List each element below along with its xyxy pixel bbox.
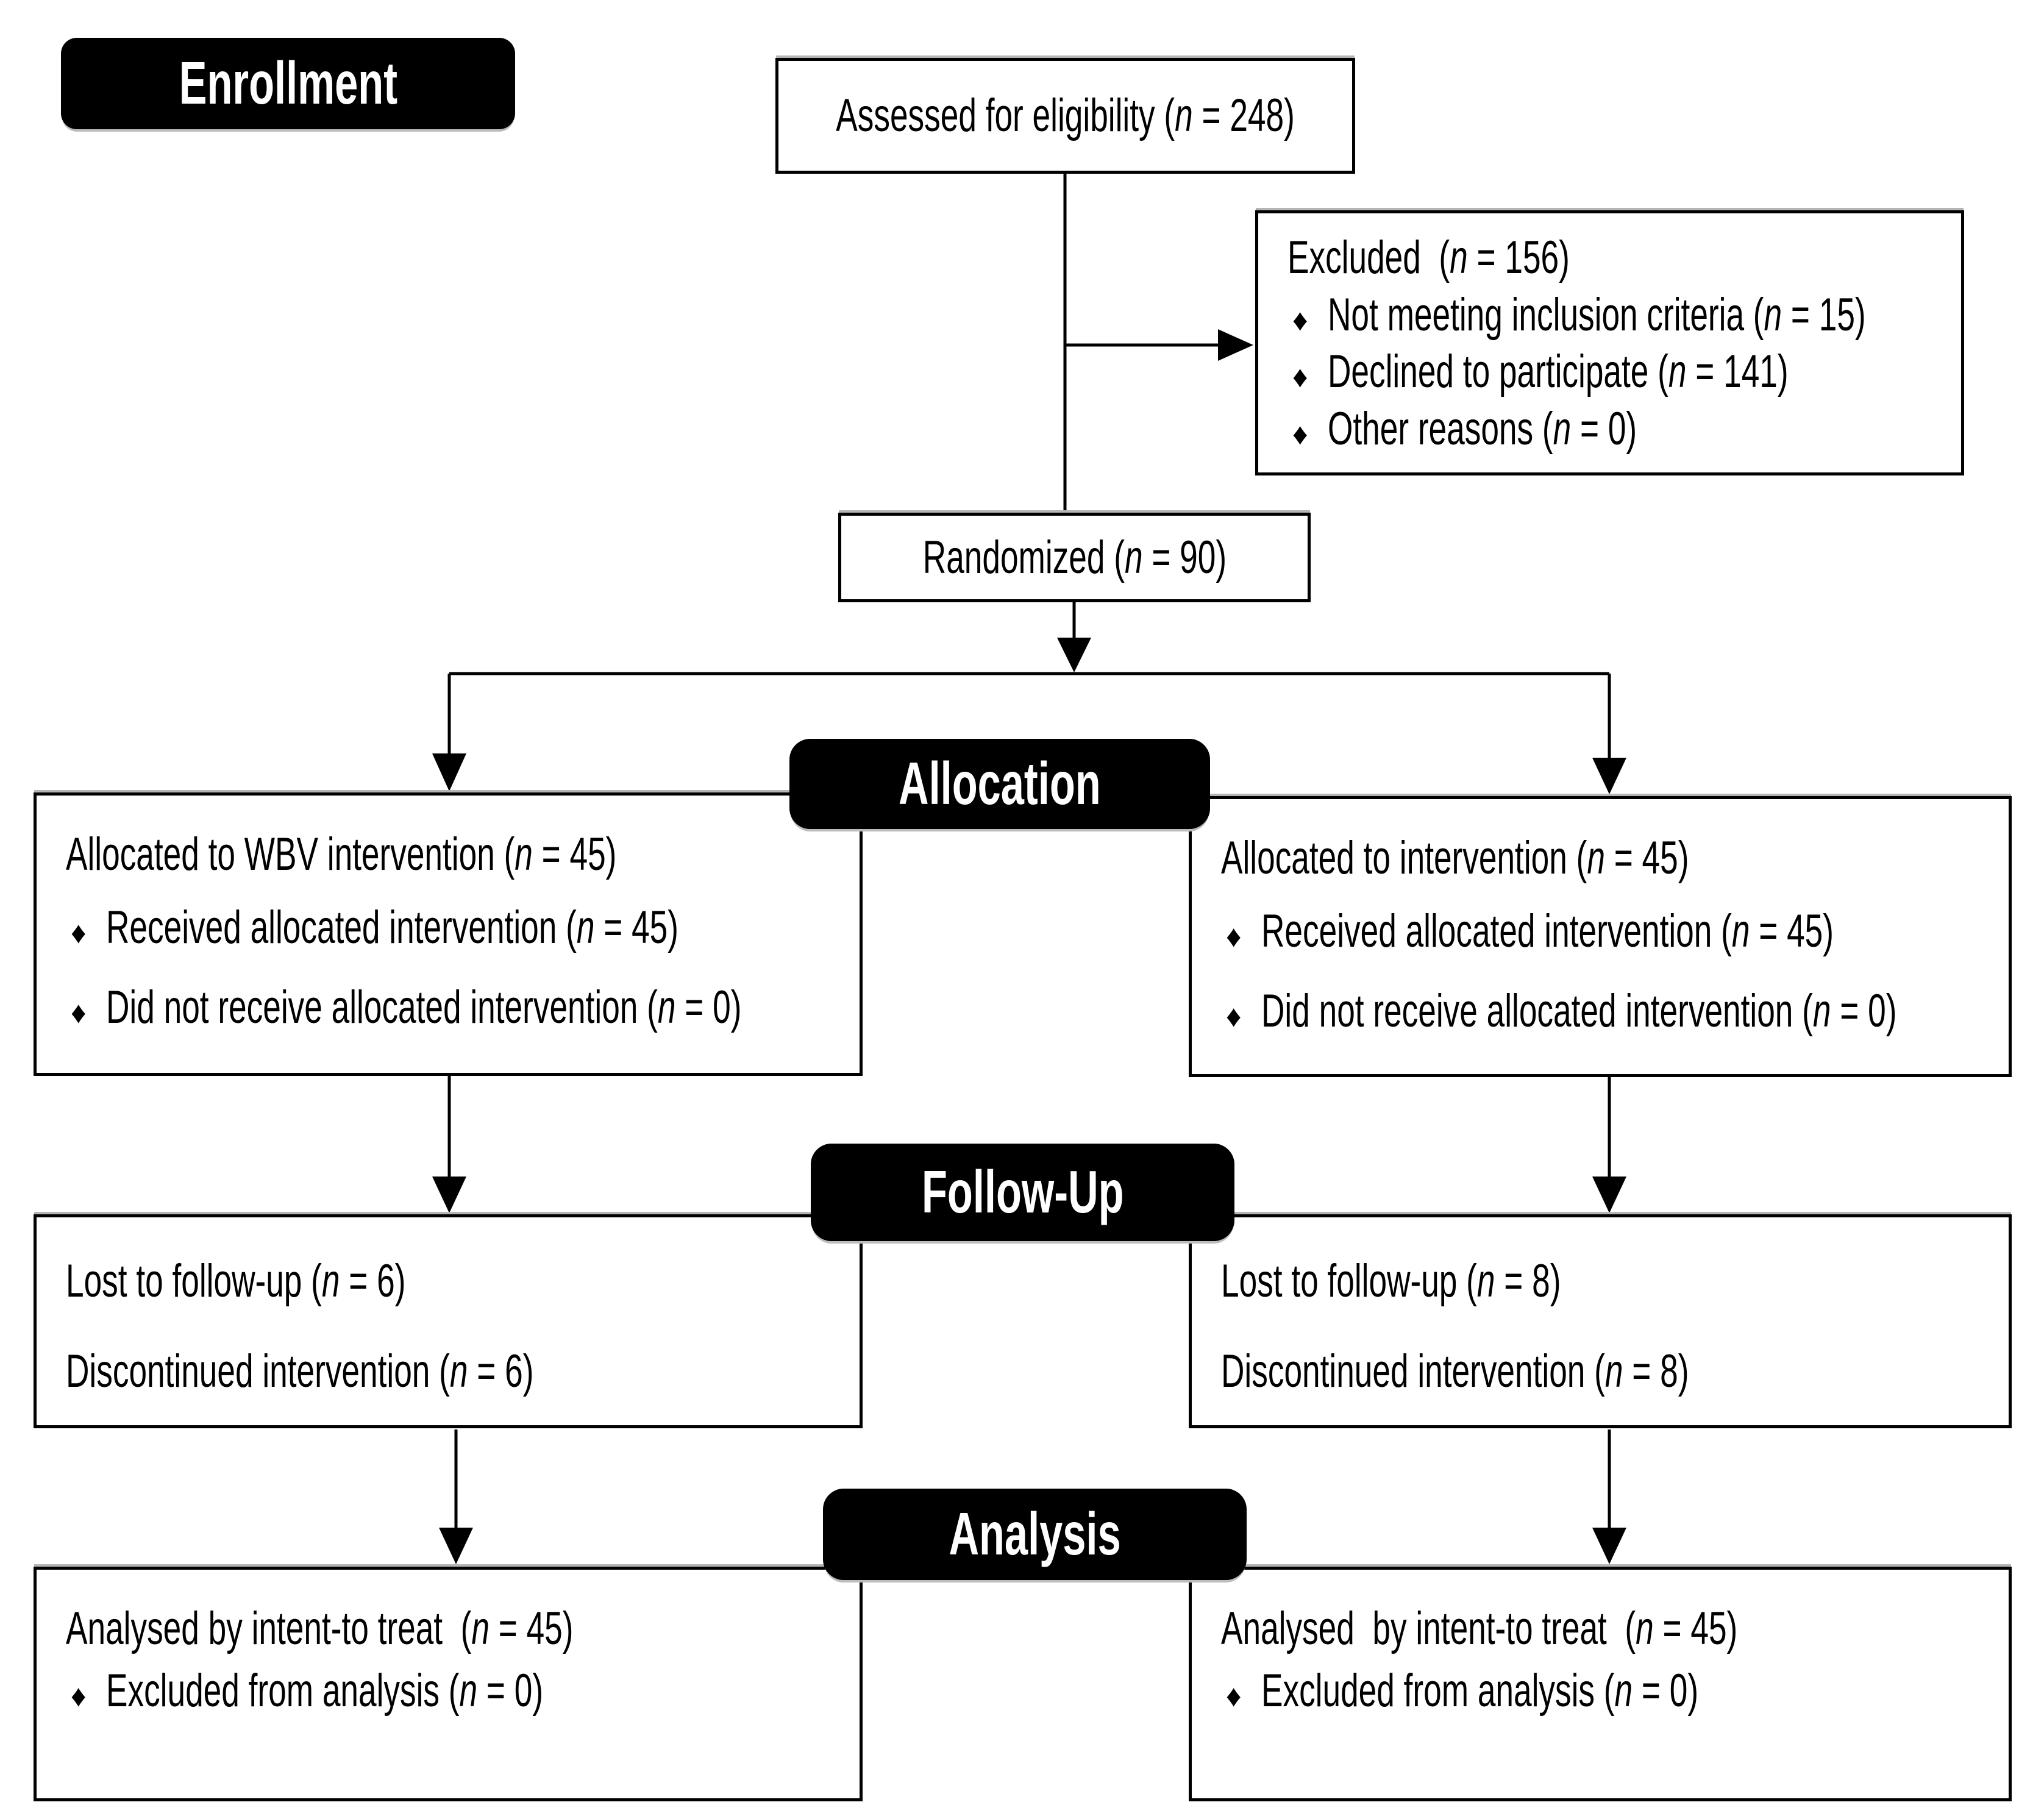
excluded-bullet-row: ♦ Not meeting inclusion criteria (n = 15… bbox=[1287, 288, 1943, 343]
stage-banner-allocation: Allocation bbox=[789, 739, 1210, 829]
allocation-left-box: Allocated to WBV intervention (n = 45) ♦… bbox=[34, 792, 863, 1076]
followup-left-line: Discontinued intervention (n = 6) bbox=[66, 1345, 534, 1397]
arrowhead-split-icon bbox=[1057, 638, 1091, 672]
arrowhead-excluded-icon bbox=[1218, 329, 1253, 361]
randomized-box: Randomized (n = 90) bbox=[838, 513, 1311, 602]
excluded-bullet-text: Declined to participate (n = 141) bbox=[1328, 346, 1789, 398]
bullet-diamond-icon: ♦ bbox=[1226, 999, 1242, 1034]
allocation-left-bullet-row: ♦ Received allocated intervention (n = 4… bbox=[66, 900, 847, 955]
excluded-bullet-row: ♦ Other reasons (n = 0) bbox=[1287, 402, 1943, 457]
analysis-left-bullet-text: Excluded from analysis (n = 0) bbox=[106, 1664, 544, 1717]
allocation-right-box: Allocated to intervention (n = 45) ♦ Rec… bbox=[1189, 796, 2012, 1077]
stage-banner-followup: Follow-Up bbox=[811, 1144, 1234, 1241]
stage-banner-analysis: Analysis bbox=[823, 1489, 1247, 1580]
bullet-diamond-icon: ♦ bbox=[1292, 302, 1308, 337]
arrowhead-analysis-right-icon bbox=[1592, 1528, 1626, 1564]
excluded-bullet-row: ♦ Declined to participate (n = 141) bbox=[1287, 344, 1943, 399]
followup-left-line: Lost to follow-up (n = 6) bbox=[66, 1255, 406, 1307]
analysis-left-box: Analysed by intent-to treat (n = 45) ♦ E… bbox=[34, 1567, 863, 1801]
analysis-right-box: Analysed by intent-to treat (n = 45) ♦ E… bbox=[1189, 1567, 2012, 1801]
analysis-left-title: Analysed by intent-to treat (n = 45) bbox=[66, 1603, 574, 1654]
bullet-diamond-icon: ♦ bbox=[1292, 360, 1308, 394]
followup-right-line: Lost to follow-up (n = 8) bbox=[1221, 1255, 1561, 1307]
arrowhead-followup-left-icon bbox=[432, 1177, 466, 1213]
allocation-right-bullet-text: Did not receive allocated intervention (… bbox=[1261, 985, 1897, 1038]
allocation-left-bullet-text: Did not receive allocated intervention (… bbox=[106, 981, 742, 1034]
excluded-box: Excluded (n = 156) ♦ Not meeting inclusi… bbox=[1255, 210, 1964, 475]
bullet-diamond-icon: ♦ bbox=[71, 915, 87, 950]
stage-label-enrollment: Enrollment bbox=[179, 49, 397, 117]
stage-label-allocation: Allocation bbox=[899, 750, 1101, 817]
analysis-right-bullet-text: Excluded from analysis (n = 0) bbox=[1261, 1664, 1699, 1717]
allocation-left-title: Allocated to WBV intervention (n = 45) bbox=[66, 828, 617, 880]
bullet-diamond-icon: ♦ bbox=[1226, 919, 1242, 953]
arrowhead-allocation-right-icon bbox=[1592, 758, 1626, 794]
bullet-diamond-icon: ♦ bbox=[1226, 1678, 1242, 1713]
excluded-title: Excluded (n = 156) bbox=[1287, 232, 1570, 283]
bullet-diamond-icon: ♦ bbox=[71, 995, 87, 1030]
allocation-right-bullet-row: ♦ Did not receive allocated intervention… bbox=[1221, 984, 1996, 1039]
followup-right-line: Discontinued intervention (n = 8) bbox=[1221, 1345, 1689, 1397]
bullet-diamond-icon: ♦ bbox=[1292, 417, 1308, 452]
randomized-text: Randomized (n = 90) bbox=[922, 531, 1227, 583]
excluded-bullet-text: Not meeting inclusion criteria (n = 15) bbox=[1328, 288, 1866, 341]
allocation-left-bullet-row: ♦ Did not receive allocated intervention… bbox=[66, 980, 847, 1035]
stage-banner-enrollment: Enrollment bbox=[61, 38, 515, 129]
allocation-right-title: Allocated to intervention (n = 45) bbox=[1221, 832, 1689, 884]
allocation-right-bullet-row: ♦ Received allocated intervention (n = 4… bbox=[1221, 904, 1996, 959]
allocation-right-bullet-text: Received allocated intervention (n = 45) bbox=[1261, 905, 1834, 957]
arrowhead-followup-right-icon bbox=[1592, 1177, 1626, 1213]
bullet-diamond-icon: ♦ bbox=[71, 1678, 87, 1713]
stage-label-analysis: Analysis bbox=[949, 1500, 1121, 1568]
excluded-bullet-text: Other reasons (n = 0) bbox=[1328, 403, 1637, 455]
followup-left-box: Lost to follow-up (n = 6) Discontinued i… bbox=[34, 1214, 863, 1428]
analysis-right-bullet-row: ♦ Excluded from analysis (n = 0) bbox=[1221, 1664, 1996, 1718]
assessed-text: Assessed for eligibility (n = 248) bbox=[836, 90, 1295, 142]
assessed-box: Assessed for eligibility (n = 248) bbox=[775, 58, 1355, 174]
analysis-left-bullet-row: ♦ Excluded from analysis (n = 0) bbox=[66, 1664, 847, 1718]
arrowhead-analysis-left-icon bbox=[439, 1528, 473, 1564]
analysis-right-title: Analysed by intent-to treat (n = 45) bbox=[1221, 1603, 1738, 1654]
arrowhead-allocation-left-icon bbox=[432, 753, 466, 791]
allocation-left-bullet-text: Received allocated intervention (n = 45) bbox=[106, 901, 678, 953]
stage-label-followup: Follow-Up bbox=[921, 1158, 1124, 1226]
followup-right-box: Lost to follow-up (n = 8) Discontinued i… bbox=[1189, 1214, 2012, 1428]
